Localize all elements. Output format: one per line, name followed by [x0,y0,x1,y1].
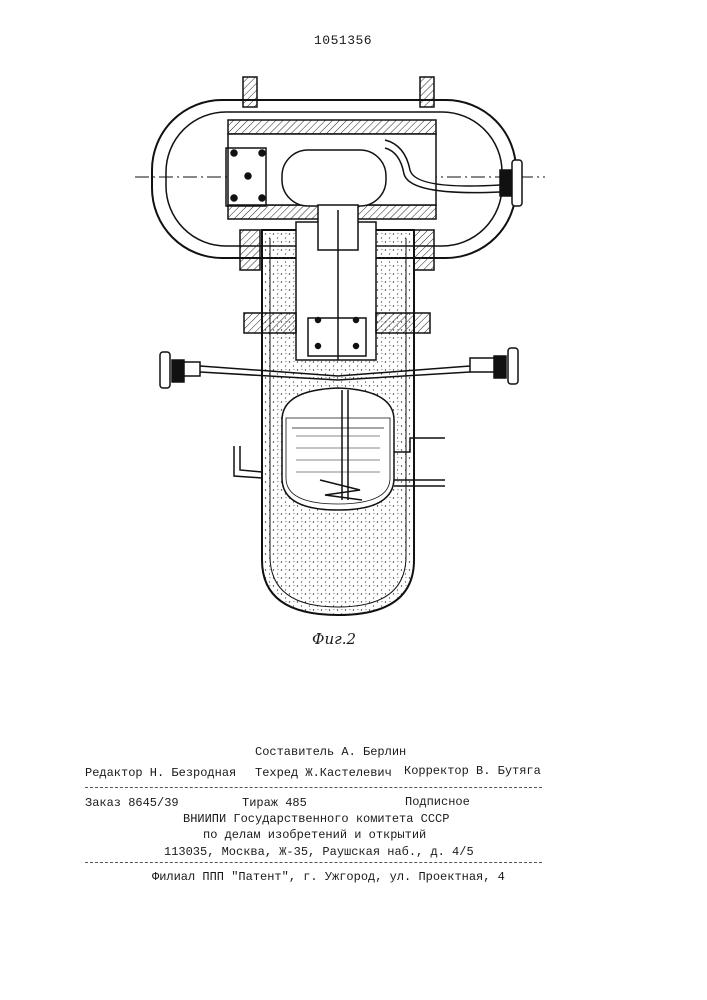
inner-housing [226,120,436,219]
inner-tank [282,388,394,510]
order: Заказ 8645/39 [85,796,179,810]
editor: Редактор Н. Безродная [85,766,236,780]
rule-bottom [85,862,542,863]
org-line-1: ВНИИПИ Государственного комитета СССР [183,812,449,826]
technical-drawing: Фиг.2 [0,0,707,680]
figure-caption: Фиг.2 [312,630,356,648]
neck [296,205,376,360]
org-line-2: по делам изобретений и открытий [203,828,426,842]
subscription: Подписное [405,795,470,809]
branch: Филиал ППП "Патент", г. Ужгород, ул. Про… [152,870,505,884]
drawing-svg [0,0,707,680]
techred: Техред Ж.Кастелевич [255,766,392,780]
rule-top [85,787,542,788]
corrector: Корректор В. Бутяга [404,764,541,778]
compiler: Составитель А. Берлин [255,745,406,759]
circulation: Тираж 485 [242,796,307,810]
address: 113035, Москва, Ж-35, Раушская наб., д. … [164,845,474,859]
top-pipes [243,77,434,107]
